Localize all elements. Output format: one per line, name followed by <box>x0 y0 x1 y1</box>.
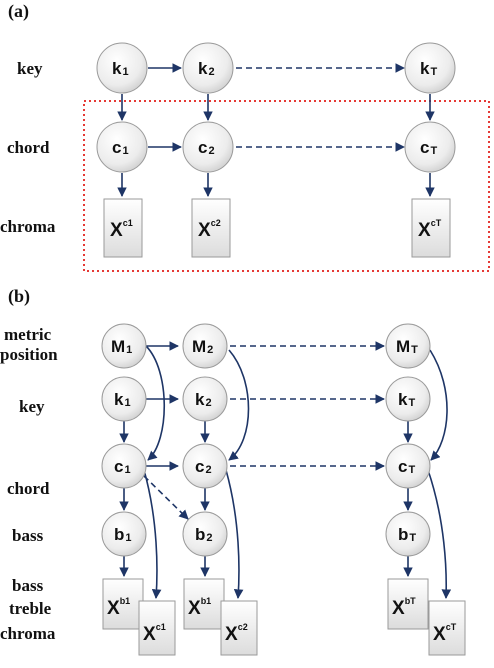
row-label-obs-treble: treble <box>9 599 52 618</box>
svg-text:MT: MT <box>396 337 418 356</box>
svg-text:c2: c2 <box>195 457 212 476</box>
svg-text:M1: M1 <box>111 337 132 356</box>
svg-text:XcT: XcT <box>433 622 457 645</box>
edge-MT-cT-curve <box>429 349 448 461</box>
svg-text:cT: cT <box>420 138 437 157</box>
node-kT-a: kT <box>404 42 456 94</box>
svg-text:k1: k1 <box>114 390 131 409</box>
svg-text:c1: c1 <box>114 457 131 476</box>
node-M1: M1 <box>101 323 147 369</box>
obs-xbT: XbT <box>387 578 429 630</box>
svg-text:Xc2: Xc2 <box>198 218 221 241</box>
node-c1-b: c1 <box>101 443 147 489</box>
svg-text:b1: b1 <box>114 525 132 544</box>
row-label-chroma-a: chroma <box>0 217 56 236</box>
edge-M2-c2-curve <box>228 349 250 461</box>
node-b1: b1 <box>101 511 147 557</box>
edge-cT-xcT-curve <box>427 469 452 599</box>
svg-text:b2: b2 <box>195 525 213 544</box>
node-bT: bT <box>385 511 431 557</box>
panel-a-label: (a) <box>8 1 29 22</box>
obs-xc1: Xc1 <box>138 600 176 656</box>
svg-text:cT: cT <box>398 457 415 476</box>
obs-xT-a: XcT <box>411 198 451 258</box>
node-k2-a: k2 <box>182 42 234 94</box>
edge-c1-b2-dashed <box>143 475 189 520</box>
node-cT-b: cT <box>385 443 431 489</box>
svg-text:Xb1: Xb1 <box>107 596 130 619</box>
node-k1-b: k1 <box>101 376 147 422</box>
svg-text:M2: M2 <box>192 337 213 356</box>
edge-c1-xc1-curve <box>143 469 162 599</box>
row-label-key-a: key <box>17 59 43 78</box>
dotted-frame <box>83 100 490 272</box>
obs-xcT: XcT <box>428 600 466 656</box>
obs-x2-a: Xc2 <box>191 198 231 258</box>
node-k2-b: k2 <box>182 376 228 422</box>
svg-text:c2: c2 <box>198 138 215 157</box>
row-label-position: position <box>0 345 58 364</box>
svg-text:k2: k2 <box>198 59 215 78</box>
svg-text:Xb1: Xb1 <box>188 596 211 619</box>
svg-text:XbT: XbT <box>392 596 416 619</box>
obs-xc2: Xc2 <box>220 600 258 656</box>
node-M2: M2 <box>182 323 228 369</box>
obs-xb2: Xb1 <box>183 578 225 630</box>
row-label-chord-a: chord <box>7 138 50 157</box>
svg-text:k1: k1 <box>112 59 129 78</box>
panel-b-label: (b) <box>8 286 30 307</box>
svg-text:Xc1: Xc1 <box>143 622 166 645</box>
node-c1-a: c1 <box>96 121 148 173</box>
svg-text:XcT: XcT <box>418 218 442 241</box>
row-label-metric: metric <box>4 325 52 344</box>
svg-text:bT: bT <box>398 525 416 544</box>
node-c2-b: c2 <box>182 443 228 489</box>
row-label-bass: bass <box>12 526 44 545</box>
svg-text:c1: c1 <box>112 138 129 157</box>
svg-text:Xc2: Xc2 <box>225 622 248 645</box>
svg-text:k2: k2 <box>195 390 212 409</box>
obs-x1-a: Xc1 <box>103 198 143 258</box>
row-label-key-b: key <box>19 397 45 416</box>
node-kT-b: kT <box>385 376 431 422</box>
node-c2-a: c2 <box>182 121 234 173</box>
edge-M1-c1-curve <box>145 345 166 461</box>
svg-text:kT: kT <box>398 390 415 409</box>
node-k1-a: k1 <box>96 42 148 94</box>
obs-xb1: Xb1 <box>102 578 144 630</box>
row-label-obs-bass: bass <box>12 576 44 595</box>
row-label-chord-b: chord <box>7 479 50 498</box>
edge-c2-xc2-curve <box>225 469 244 599</box>
svg-text:kT: kT <box>420 59 437 78</box>
node-b2: b2 <box>182 511 228 557</box>
node-MT: MT <box>385 323 431 369</box>
row-label-obs-chroma: chroma <box>0 624 56 643</box>
node-cT-a: cT <box>404 121 456 173</box>
svg-text:Xc1: Xc1 <box>110 218 133 241</box>
